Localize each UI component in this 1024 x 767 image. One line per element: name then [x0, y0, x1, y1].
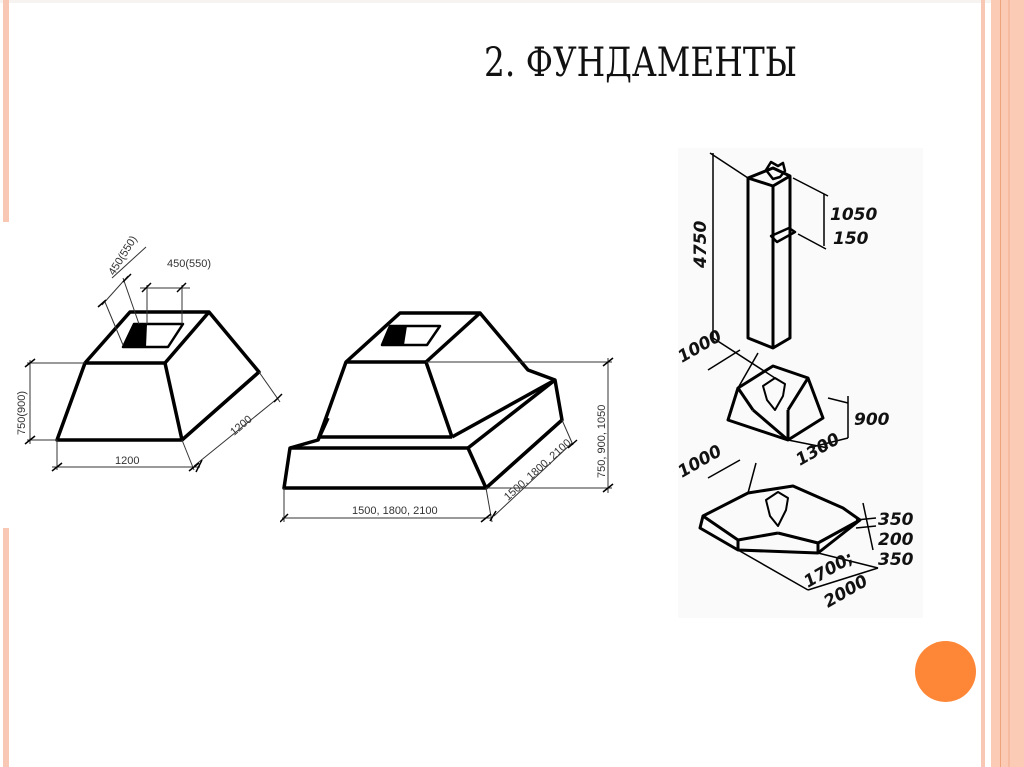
label-width: 1500, 1800, 2100 [352, 505, 438, 517]
label-height: 750(900) [16, 391, 28, 435]
label-block-bottom-h2: 200 [878, 530, 914, 550]
label-column-height: 4750 [691, 221, 711, 269]
left-border-stripe-bottom [3, 528, 9, 767]
label-block-bottom-h1: 350 [878, 510, 914, 530]
slide-title: 2. ФУНДАМЕНТЫ [484, 40, 798, 86]
label-hole-width: 450(550) [167, 258, 211, 270]
label-column-top: 1050 [830, 205, 877, 225]
label-width: 1200 [115, 455, 139, 467]
label-console: 150 [833, 229, 869, 249]
label-depth: 1200 [228, 413, 254, 438]
column-and-blocks-drawing: 4750 1050 150 1000 1300 900 [678, 148, 923, 618]
foundation-drawing-simple: 450(550) 450(550) 750(900) 1200 1200 [16, 234, 283, 473]
slide-top-border [0, 0, 1024, 3]
decorative-orange-circle [915, 641, 976, 702]
label-block-mid-height: 900 [854, 410, 890, 430]
foundation-drawing-stepped: 1500, 1800, 2100 750, 900, 1050 1500, 18… [280, 311, 614, 523]
label-hole-depth: 450(550) [106, 234, 140, 278]
left-border-stripe-top [3, 0, 9, 222]
right-decorative-stripes [980, 0, 1024, 767]
label-block-bottom-h3: 350 [878, 550, 914, 570]
label-height: 750, 900, 1050 [596, 405, 608, 478]
label-depth: 1500, 1800, 2100 [502, 437, 574, 503]
